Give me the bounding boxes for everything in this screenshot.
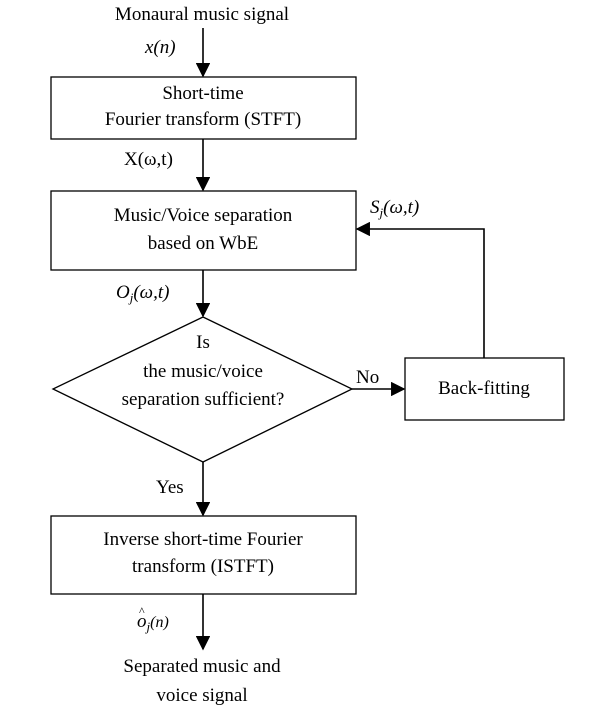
- no-label: No: [356, 367, 380, 388]
- istft-box-line2: transform (ISTFT): [132, 556, 274, 577]
- stft-box-line1: Short-time: [162, 83, 244, 104]
- decision-line2: the music/voice: [143, 361, 263, 382]
- signal-ohat-sub: j: [146, 619, 151, 634]
- signal-S-base: S: [370, 197, 380, 218]
- signal-O-sub: j: [129, 290, 134, 305]
- decision-line3: separation sufficient?: [121, 389, 285, 410]
- arrow-feedback-to-separation: [355, 221, 485, 358]
- istft-box-line1: Inverse short-time Fourier: [103, 529, 303, 550]
- signal-x-n: x(n): [145, 37, 176, 58]
- signal-S-sub: j: [379, 205, 384, 220]
- backfitting-box: [404, 357, 565, 421]
- signal-O-args: (ω,t): [133, 282, 170, 303]
- separation-box: [50, 190, 357, 271]
- backfitting-label: Back-fitting: [438, 378, 530, 399]
- stft-box-line2: Fourier transform (STFT): [104, 109, 302, 130]
- istft-box: [50, 515, 357, 595]
- signal-S-args: (ω,t): [383, 197, 420, 218]
- signal-S-j: Sj(ω,t): [370, 196, 419, 225]
- separation-box-line1: Music/Voice separation: [113, 205, 293, 226]
- signal-O-j: Oj(ω,t): [116, 281, 169, 310]
- yes-label: Yes: [156, 477, 184, 498]
- signal-O-base: O: [116, 282, 130, 303]
- signal-ohat-wrap: ^o: [137, 604, 147, 634]
- output-label-line1: Separated music and: [123, 656, 281, 677]
- output-label-line2: voice signal: [156, 685, 248, 706]
- signal-ohat-args: (n): [150, 614, 169, 631]
- signal-ohat-hat: ^: [139, 604, 145, 618]
- signal-o-hat-j: ^oj(n): [137, 604, 169, 639]
- decision-line1: Is: [196, 332, 210, 353]
- signal-X-omega-t: X(ω,t): [124, 148, 173, 172]
- signal-ohat-base: o: [137, 611, 147, 632]
- separation-box-line2: based on WbE: [147, 233, 259, 254]
- input-label: Monaural music signal: [114, 4, 290, 25]
- signal-X-text: X(ω,t): [124, 149, 173, 170]
